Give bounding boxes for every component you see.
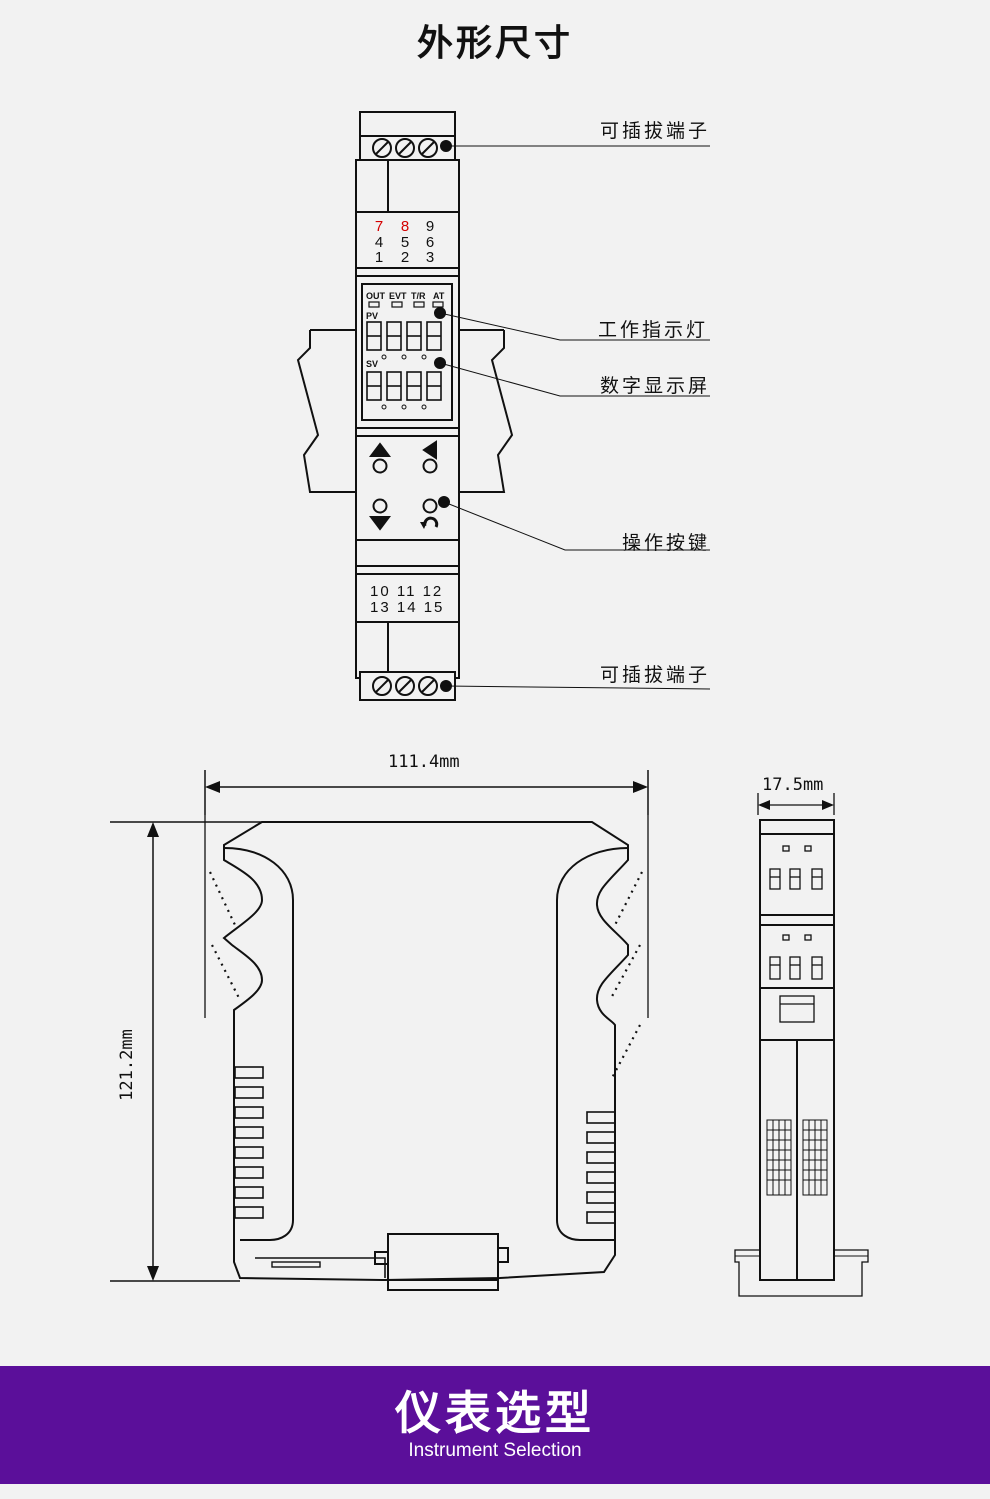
terminal-2: 2 — [400, 249, 410, 266]
callout-display: 数字显示屏 — [600, 375, 711, 397]
dimension-width: 17.5mm — [762, 775, 824, 795]
terminal-6: 6 — [425, 234, 435, 251]
terminal-5: 5 — [400, 234, 410, 251]
dimension-drawing — [110, 111, 869, 1297]
side-view — [110, 770, 649, 1291]
sv-label: SV — [366, 359, 379, 369]
callout-bottom-terminal: 可插拔端子 — [600, 664, 711, 686]
dimension-depth: 111.4mm — [388, 752, 460, 772]
terminal-4: 4 — [374, 234, 384, 251]
terminal-1: 1 — [374, 249, 384, 266]
led-label-evt: EVT — [389, 291, 407, 301]
terminal-row-10-12: 10 11 12 — [370, 583, 444, 600]
terminal-row-13-15: 13 14 15 — [370, 599, 445, 616]
led-label-tr: T/R — [411, 291, 426, 301]
narrow-view — [734, 793, 869, 1297]
dimension-height: 121.2mm — [117, 1029, 137, 1101]
terminal-3: 3 — [425, 249, 435, 266]
banner-title: 仪表选型 — [395, 1386, 595, 1440]
terminal-9: 9 — [425, 218, 435, 235]
callout-top-terminal: 可插拔端子 — [600, 120, 711, 142]
terminal-7: 7 — [374, 218, 384, 235]
callout-buttons: 操作按键 — [622, 532, 711, 554]
led-label-out: OUT — [366, 291, 385, 301]
terminal-8: 8 — [400, 218, 410, 235]
led-label-at: AT — [433, 291, 445, 301]
pv-label: PV — [366, 311, 379, 321]
page-title: 外形尺寸 — [416, 23, 573, 64]
section-banner: 仪表选型 Instrument Selection — [0, 1366, 990, 1484]
bottom-strip — [0, 1484, 990, 1499]
callout-indicator: 工作指示灯 — [598, 319, 709, 341]
banner-subtitle: Instrument Selection — [408, 1440, 582, 1461]
front-view — [296, 111, 711, 701]
